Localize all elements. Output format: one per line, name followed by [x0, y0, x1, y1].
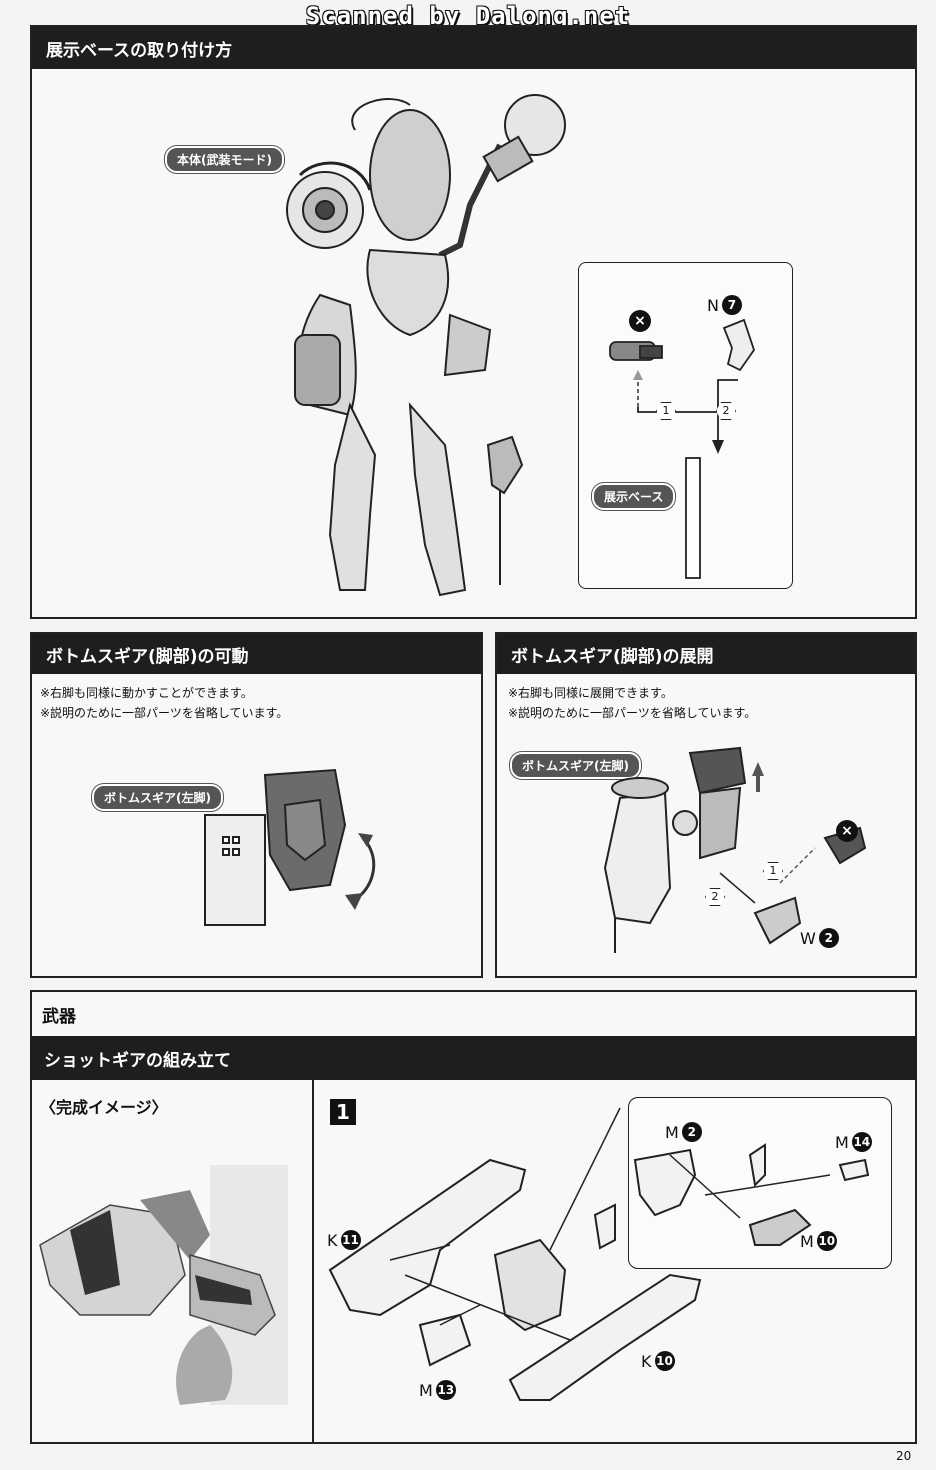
remove-mark-2: ×	[836, 820, 858, 842]
leg-movement-title-bar: ボトムスギア(脚部)の可動	[32, 634, 481, 674]
leg-movement-illustration	[204, 768, 376, 926]
part-label-n7: N 7	[707, 295, 742, 315]
complete-image-divider	[312, 1080, 314, 1444]
part-number: 10	[816, 1231, 837, 1251]
part-letter: M	[800, 1231, 814, 1251]
leg-movement-notes: ※右脚も同様に動かすことができます。 ※説明のために一部パーツを省略しています。	[40, 683, 288, 723]
shot-gear-photo	[39, 1165, 288, 1405]
note-line: ※説明のために一部パーツを省略しています。	[508, 706, 757, 720]
part-number: 11	[340, 1230, 361, 1250]
part-number: 10	[654, 1351, 675, 1371]
part-label-m2: M 2	[665, 1122, 702, 1142]
part-number: 7	[721, 295, 742, 315]
part-letter: N	[707, 295, 719, 315]
page-number: 20	[896, 1449, 912, 1463]
part-number: 2	[818, 928, 839, 948]
part-label-m10: M 10	[800, 1231, 837, 1251]
leg-expand-panel: ボトムスギア(脚部)の展開	[495, 632, 917, 978]
part-letter: M	[419, 1380, 433, 1400]
base-inset-diagram	[609, 318, 755, 579]
part-label-k10: K 10	[641, 1351, 675, 1371]
shot-gear-title-bar: ショットギアの組み立て	[30, 1036, 917, 1080]
figure-body-illustration	[286, 94, 566, 597]
step-1-marker-expand: 1	[763, 862, 783, 880]
part-letter: K	[641, 1351, 652, 1371]
part-label-w2: W 2	[800, 928, 839, 948]
leg-expand-title-bar: ボトムスギア(脚部)の展開	[497, 634, 915, 674]
step-1-marker: 1	[656, 402, 676, 420]
base-label: 展示ベース	[592, 483, 676, 510]
step-2-marker: 2	[716, 402, 736, 420]
shot-gear-title: ショットギアの組み立て	[44, 1050, 231, 1071]
note-line: ※右脚も同様に展開できます。	[508, 686, 673, 700]
assembly-diagram	[328, 1107, 870, 1401]
leg-expand-illustration	[603, 746, 867, 953]
part-number: 2	[681, 1122, 702, 1142]
part-label-m13: M 13	[419, 1380, 456, 1400]
body-label: 本体(武装モード)	[165, 146, 284, 173]
note-line: ※右脚も同様に動かすことができます。	[40, 686, 253, 700]
leg-movement-title: ボトムスギア(脚部)の可動	[46, 646, 249, 667]
part-label-m14: M 14	[835, 1132, 872, 1152]
leg-expand-notes: ※右脚も同様に展開できます。 ※説明のために一部パーツを省略しています。	[508, 683, 756, 723]
display-base-title: 展示ベースの取り付け方	[46, 40, 233, 61]
complete-image-label: 〈完成イメージ〉	[40, 1098, 168, 1117]
remove-mark-1: ×	[629, 310, 651, 332]
leg-label-expand: ボトムスギア(左脚)	[510, 752, 641, 779]
display-base-title-bar: 展示ベースの取り付け方	[32, 27, 915, 69]
leg-label: ボトムスギア(左脚)	[92, 784, 223, 811]
part-letter: K	[327, 1230, 338, 1250]
step-2-marker-expand: 2	[705, 888, 725, 906]
part-letter: M	[665, 1122, 679, 1142]
part-letter: W	[800, 928, 816, 948]
weapon-header: 武器	[42, 1007, 76, 1027]
leg-expand-title: ボトムスギア(脚部)の展開	[511, 646, 714, 667]
step-number: 1	[330, 1099, 356, 1125]
note-line: ※説明のために一部パーツを省略しています。	[40, 706, 289, 720]
part-number: 14	[851, 1132, 872, 1152]
part-letter: M	[835, 1132, 849, 1152]
part-number: 13	[435, 1380, 456, 1400]
part-label-k11: K 11	[327, 1230, 361, 1250]
